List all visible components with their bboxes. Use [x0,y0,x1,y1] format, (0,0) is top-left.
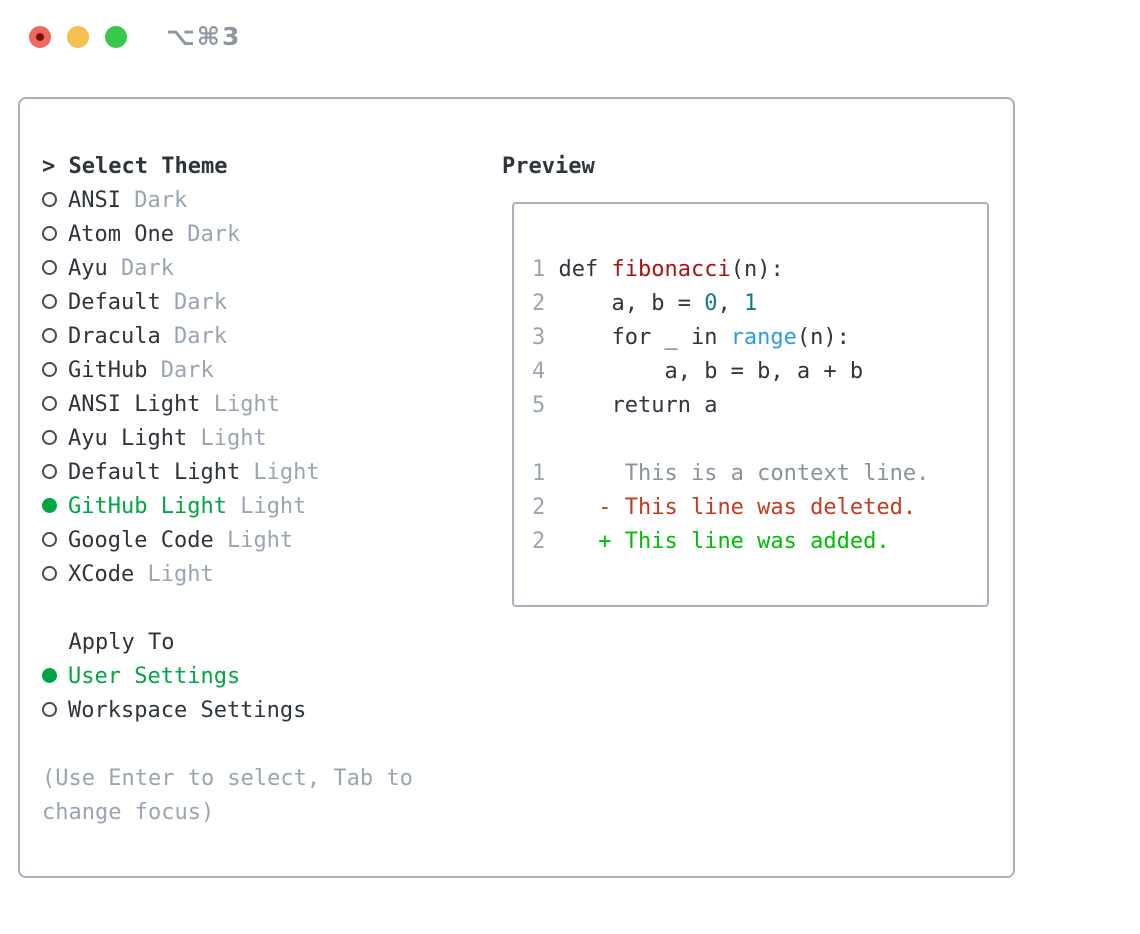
theme-row-label: ANSI Light [68,392,201,417]
prompt-cursor-icon: > [42,154,56,179]
preview-pane: Preview 1 def fibonacci(n): 2 a, b = 0, 1… [502,150,989,876]
radio-icon [42,565,57,581]
line-number: 2 [532,529,546,554]
radio-selected-icon [42,667,57,683]
window-title: ⌥⌘3 [166,22,242,51]
theme-variant-label: Dark [173,222,241,247]
theme-row-label: Ayu [68,256,108,281]
theme-variant-label: Light [200,392,280,417]
radio-selected-icon [42,497,57,513]
line-number: 5 [532,393,546,418]
theme-variant-label: Light [213,528,294,553]
spacer [42,592,502,626]
apply-row-label: User Settings [68,664,241,689]
theme-option-ayu[interactable]: Ayu Dark [42,252,502,286]
radio-icon [42,429,57,445]
select-theme-heading-label: Select Theme [68,154,228,179]
close-button[interactable] [29,26,51,48]
hint-line-2: change focus) [42,800,215,825]
apply-to-heading: Apply To [42,626,502,660]
theme-variant-label: Dark [147,358,214,383]
theme-variant-label: Dark [160,290,227,315]
line-number: 4 [532,359,546,384]
theme-variant-label: Dark [107,256,174,281]
apply-to-heading-label: Apply To [68,630,175,655]
apply-option-user-settings[interactable]: User Settings [42,660,502,694]
theme-option-google-code[interactable]: Google Code Light [42,524,502,558]
theme-row-label: Atom One [68,222,174,247]
radio-icon [42,361,57,377]
maximize-button[interactable] [105,26,127,48]
code-line [532,423,987,457]
code-line: 1 This is a context line. [532,461,930,486]
theme-option-github-light[interactable]: GitHub Light Light [42,490,502,524]
theme-option-github[interactable]: GitHub Dark [42,354,502,388]
theme-variant-label: Light [226,494,307,519]
theme-row-label: Default [68,290,161,315]
code-line: 2 a, b = 0, 1 [532,291,758,316]
line-number: 1 [532,461,546,486]
theme-row-label: ANSI [68,188,121,213]
theme-row-label: XCode [68,562,135,587]
hint-line-1: (Use Enter to select, Tab to [42,766,413,791]
radio-icon [42,293,57,309]
radio-icon [42,395,57,411]
theme-option-ayu-light[interactable]: Ayu Light Light [42,422,502,456]
theme-option-atom-one[interactable]: Atom One Dark [42,218,502,252]
line-number: 1 [532,257,546,282]
theme-variant-label: Dark [160,324,227,349]
apply-row-label: Workspace Settings [68,698,307,723]
theme-row-label: GitHub [68,358,148,383]
theme-row-label: Dracula [68,324,161,349]
radio-icon [42,463,57,479]
theme-option-ansi[interactable]: ANSI Dark [42,184,502,218]
code-line: 2 - This line was deleted. [532,495,917,520]
select-theme-heading: > Select Theme [42,150,502,184]
radio-icon [42,531,57,547]
theme-row-label: Default Light [68,460,241,485]
theme-variant-label: Dark [120,188,188,213]
minimize-button[interactable] [67,26,89,48]
theme-variant-label: Light [134,562,214,587]
code-line: 3 for _ in range(n): [532,325,850,350]
theme-option-dracula[interactable]: Dracula Dark [42,320,502,354]
preview-heading: Preview [502,154,595,179]
theme-row-label: GitHub Light [68,494,227,519]
theme-variant-label: Light [187,426,267,451]
radio-icon [42,327,57,343]
radio-icon [42,259,57,275]
preview-box: 1 def fibonacci(n): 2 a, b = 0, 1 3 for _ … [512,202,989,607]
code-line: 1 def fibonacci(n): [532,257,784,282]
line-number: 2 [532,495,546,520]
close-dot-icon [36,33,44,41]
titlebar: ⌥⌘3 [0,0,1140,74]
theme-option-default[interactable]: Default Dark [42,286,502,320]
line-number: 2 [532,291,546,316]
theme-variant-label: Light [240,460,320,485]
radio-icon [42,225,57,241]
code-line: 4 a, b = b, a + b [532,359,864,384]
theme-row-label: Google Code [68,528,214,553]
apply-option-workspace-settings[interactable]: Workspace Settings [42,694,502,728]
spacer [42,728,502,762]
theme-option-default-light[interactable]: Default Light Light [42,456,502,490]
theme-row-label: Ayu Light [68,426,188,451]
code-preview: 1 def fibonacci(n): 2 a, b = 0, 1 3 for _ … [532,253,987,559]
theme-option-ansi-light[interactable]: ANSI Light Light [42,388,502,422]
code-line: 5 return a [532,393,718,418]
radio-icon [42,191,57,207]
radio-icon [42,701,57,717]
line-number: 3 [532,325,546,350]
theme-option-xcode[interactable]: XCode Light [42,558,502,592]
code-line: 2 + This line was added. [532,529,890,554]
